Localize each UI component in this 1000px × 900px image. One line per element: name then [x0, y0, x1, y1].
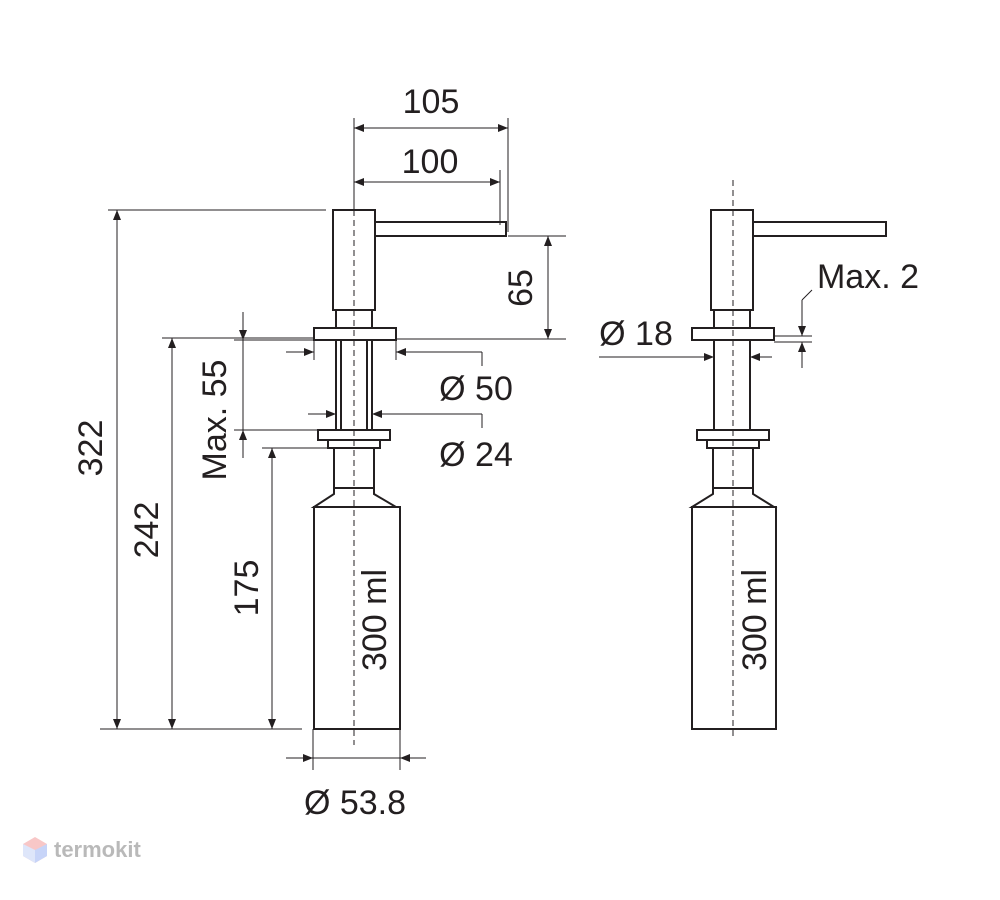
dim-dia18-label: Ø 18: [599, 315, 673, 353]
left-dispenser-view: 105 100 65 322 242 175 Max. 55: [72, 83, 566, 822]
neck-collar-right: [713, 309, 751, 329]
mounting-tube-right: [713, 339, 751, 431]
logo-icon: [23, 837, 47, 863]
dim-100-label: 100: [402, 143, 459, 181]
watermark: termokit: [22, 836, 141, 864]
dim-175-label: 175: [228, 560, 266, 617]
dim-dia24-label: Ø 24: [439, 436, 513, 474]
bottle-capacity-right: 300 ml: [736, 569, 774, 671]
right-dispenser-view: Ø 18 Max. 2 300 ml: [599, 180, 919, 740]
dim-105-label: 105: [403, 83, 460, 121]
bottle-body: [313, 506, 401, 730]
bottle-shoulder: [310, 487, 400, 508]
dim-65-label: 65: [502, 269, 540, 307]
bottle-body-right: [691, 506, 777, 730]
watermark-text: termokit: [54, 837, 141, 862]
bottle-capacity-left: 300 ml: [356, 569, 394, 671]
flange: [313, 327, 397, 341]
dispenser-spout: [374, 221, 507, 237]
dim-dia50-label: Ø 50: [439, 370, 513, 408]
dispenser-head-right: [710, 209, 754, 311]
dim-322-label: 322: [72, 420, 110, 477]
dim-242-label: 242: [128, 502, 166, 559]
dim-max55-label: Max. 55: [196, 360, 234, 481]
dim-dia538-label: Ø 53.8: [304, 784, 406, 822]
dim-max2-label: Max. 2: [817, 258, 919, 296]
dispenser-spout-right: [752, 221, 887, 237]
